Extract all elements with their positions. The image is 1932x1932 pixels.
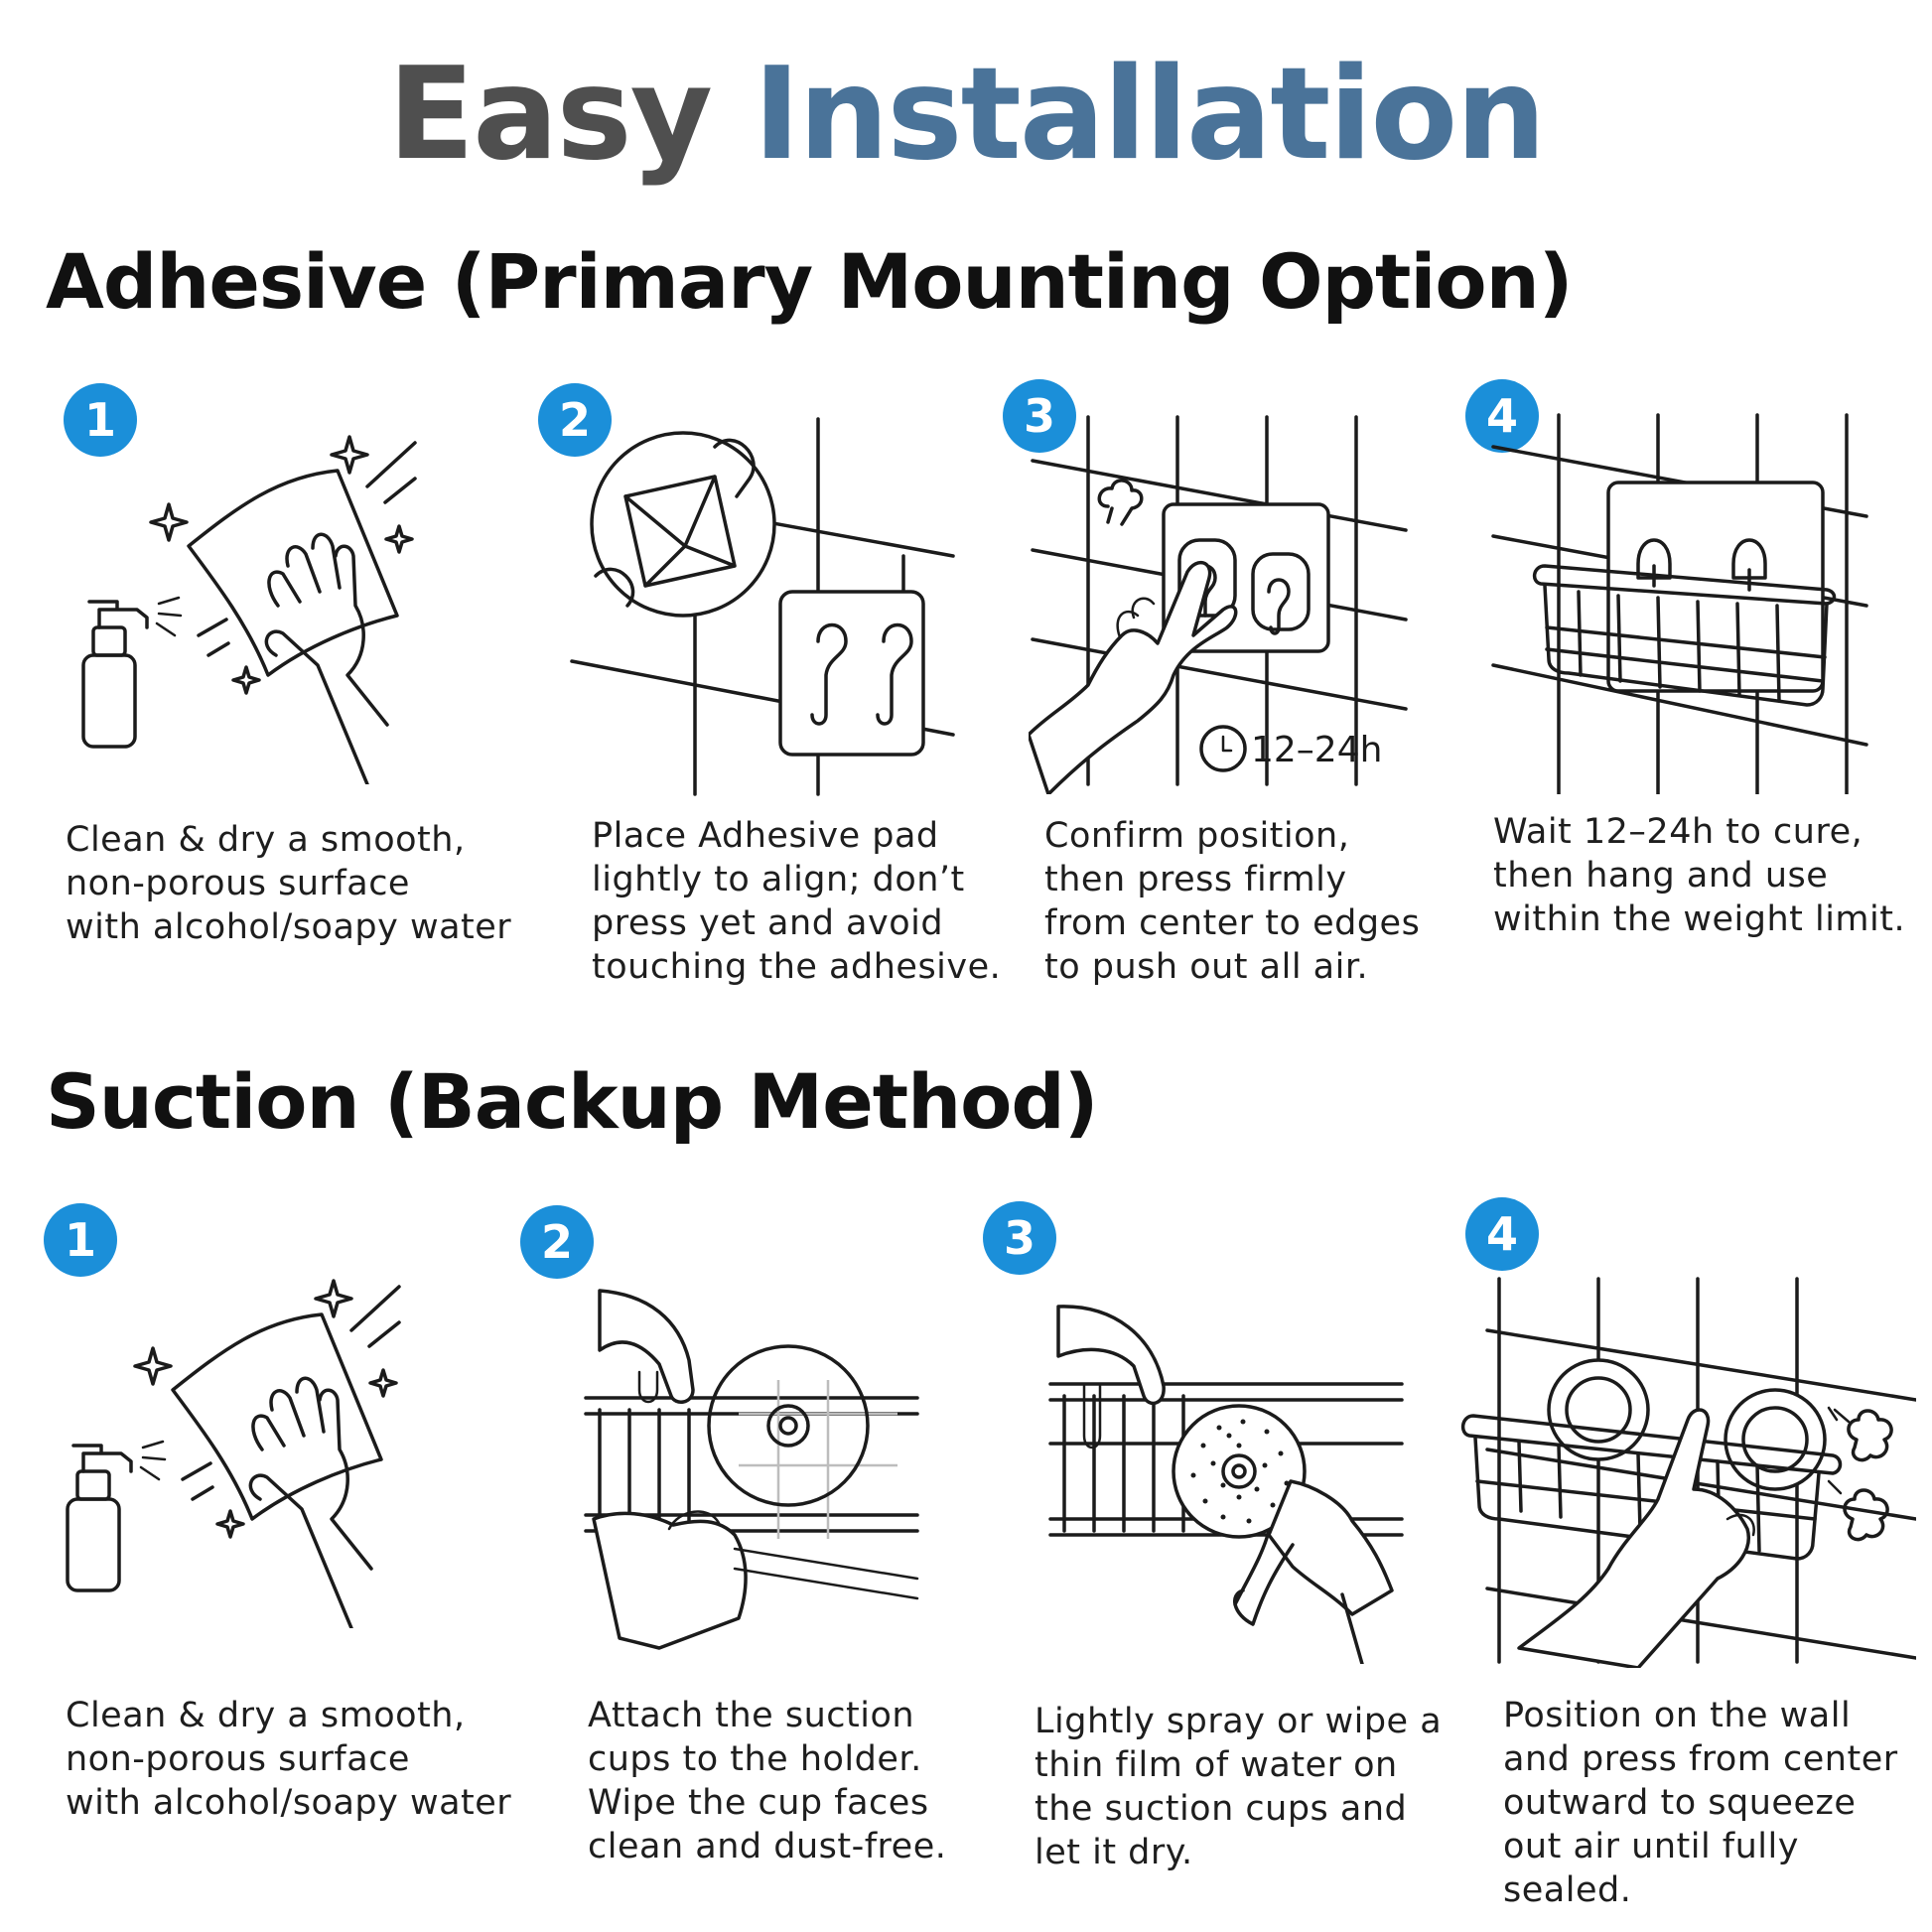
- step-number-badge: 4: [1465, 379, 1539, 453]
- step-caption: Clean & dry a smooth, non-porous surface…: [66, 1696, 512, 1823]
- step-number-badge: 1: [64, 383, 137, 457]
- step-number-badge: 1: [44, 1203, 117, 1277]
- step-caption: Wait 12–24h to cure, then hang and use w…: [1493, 812, 1906, 939]
- step-caption: Place Adhesive pad lightly to align; don…: [592, 816, 1002, 987]
- step-number-badge: 2: [520, 1205, 594, 1279]
- step-number-badge: 4: [1465, 1197, 1539, 1271]
- step-caption: Attach the suction cups to the holder. W…: [588, 1696, 947, 1866]
- spray-water-suction-icon: [1044, 1297, 1412, 1664]
- section-heading-suction: Suction (Backup Method): [46, 1057, 1099, 1146]
- step-number-badge: 3: [983, 1201, 1056, 1275]
- spray-wipe-icon: [54, 1251, 421, 1628]
- step-number-badge: 3: [1003, 379, 1076, 453]
- step-caption: Clean & dry a smooth, non-porous surface…: [66, 820, 512, 947]
- section-heading-adhesive: Adhesive (Primary Mounting Option): [46, 237, 1573, 326]
- step-number-badge: 2: [538, 383, 612, 457]
- page-title: Easy Installation: [0, 52, 1932, 179]
- adhesive-pad-icon: [566, 407, 963, 804]
- attach-suction-cup-icon: [580, 1281, 927, 1668]
- press-hooks-icon: 12–24h: [1029, 407, 1426, 794]
- title-word-installation: Installation: [753, 41, 1547, 189]
- step-caption: Confirm position, then press firmly from…: [1044, 816, 1421, 987]
- step-caption: Position on the wall and press from cent…: [1503, 1696, 1898, 1910]
- title-word-easy: Easy: [387, 41, 713, 189]
- step-caption: Lightly spray or wipe a thin film of wat…: [1035, 1702, 1443, 1872]
- hanging-basket-icon: [1489, 407, 1886, 794]
- press-suction-basket-icon: [1459, 1271, 1916, 1668]
- spray-wipe-icon: [69, 407, 437, 784]
- timer-label: 12–24h: [1251, 730, 1382, 770]
